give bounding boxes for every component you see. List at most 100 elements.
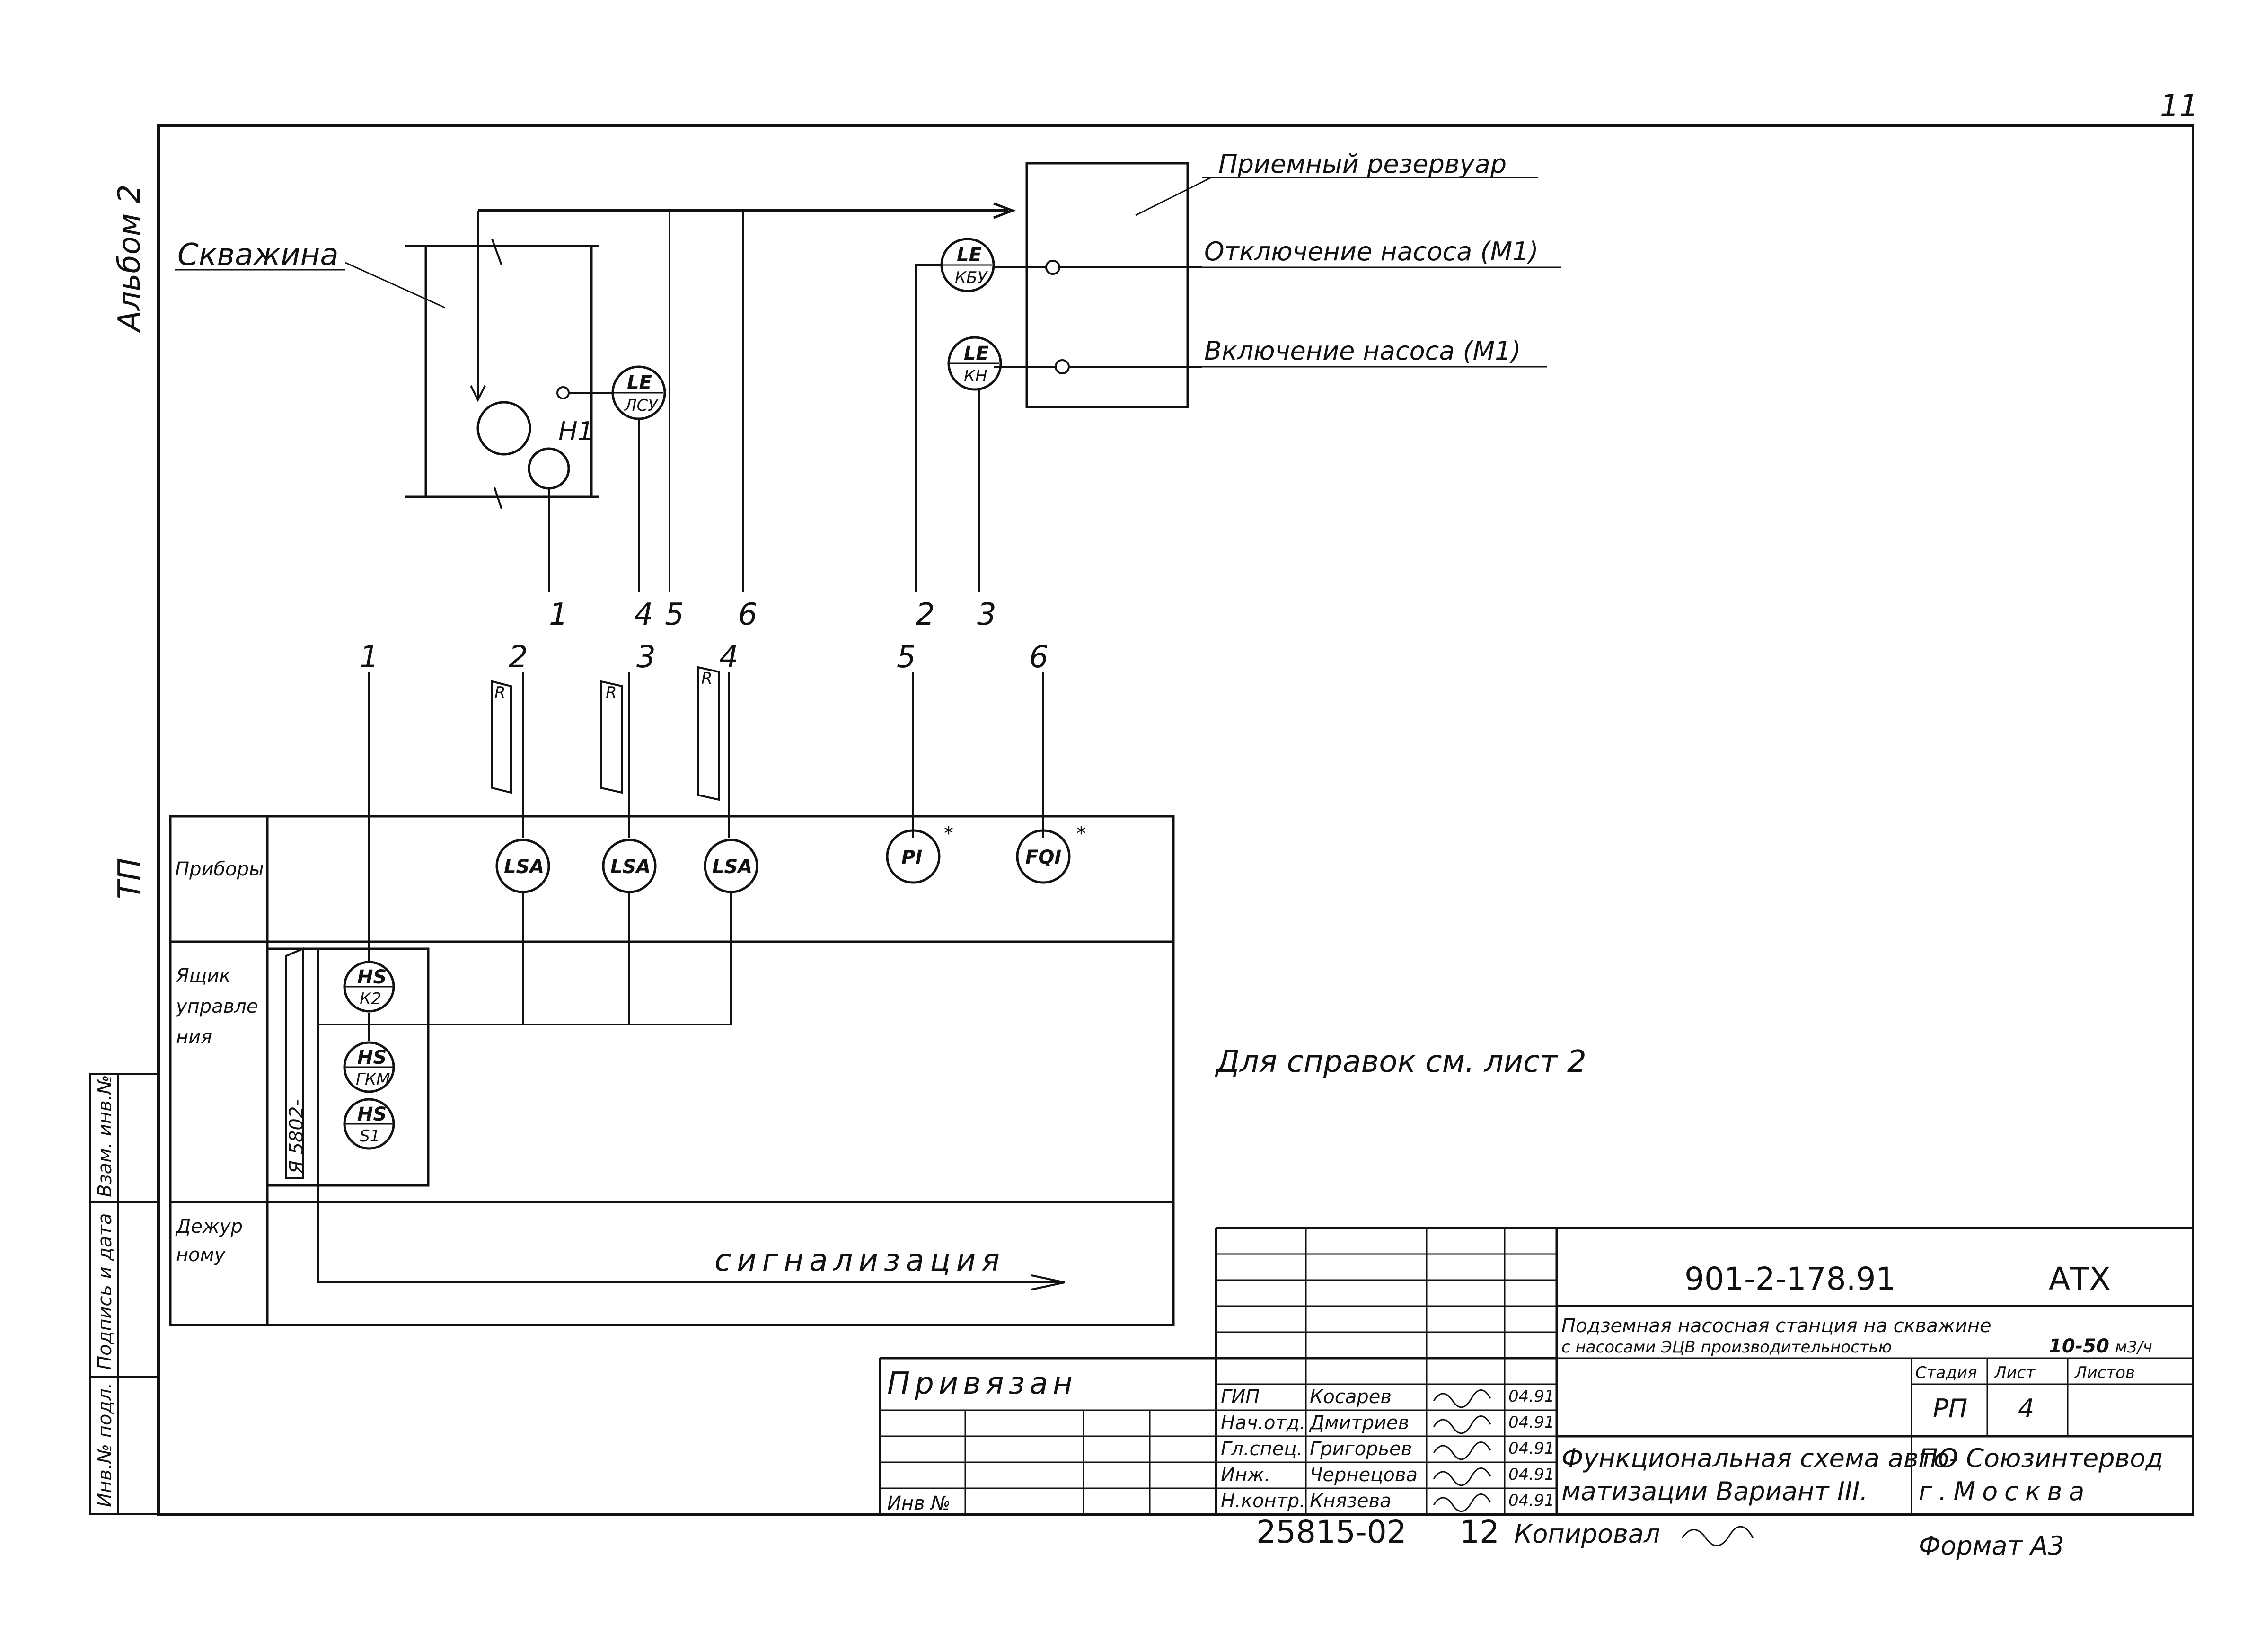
signature <box>1433 1467 1491 1486</box>
row-label-pribory: Приборы <box>175 858 264 880</box>
capacity: 10-50 <box>2049 1335 2109 1357</box>
bottom-line-number: 5 <box>897 640 916 675</box>
svg-text:R: R <box>494 683 506 702</box>
signature <box>1433 1415 1491 1434</box>
sensor-off-bottom: КБУ <box>955 268 988 287</box>
sensor-on-top: LE <box>964 343 989 364</box>
svg-text:*: * <box>944 823 953 845</box>
title-block: Привязан Инв № ГИП Нач.отд. Гл.спец. Инж… <box>879 1227 2193 1514</box>
svg-text:FQI: FQI <box>1025 847 1061 868</box>
role-gip: ГИП <box>1221 1386 1260 1408</box>
bottom-line-number: 1 <box>360 640 379 675</box>
hdr-sheet: Лист <box>1993 1363 2036 1382</box>
bottom-line-number: 2 <box>509 640 528 675</box>
svg-text:R: R <box>606 683 617 702</box>
bottom-line-number: 4 <box>719 640 739 675</box>
bound-label: Привязан <box>887 1366 1077 1401</box>
top-line-number: 4 <box>634 597 653 632</box>
drawing-title-2: матизации Вариант III. <box>1561 1476 1868 1506</box>
pump-off-label: Отключение насоса (М1) <box>1204 237 1539 266</box>
svg-text:HS: HS <box>357 966 387 988</box>
name-head: Дмитриев <box>1309 1412 1409 1434</box>
pump-h1: Н1 <box>470 211 594 592</box>
role-chief: Гл.спец. <box>1221 1438 1303 1460</box>
svg-text:К2: К2 <box>360 989 381 1008</box>
well: Скважина <box>175 238 599 509</box>
svg-text:ГКМ: ГКМ <box>356 1070 390 1089</box>
svg-text:S1: S1 <box>360 1127 380 1146</box>
signature <box>1433 1441 1491 1460</box>
svg-text:LSA: LSA <box>610 856 651 878</box>
sheet-corner-number: 11 <box>2160 88 2198 124</box>
arrow-head <box>470 385 486 402</box>
sensor-well-bottom: ЛСУ <box>624 396 659 415</box>
role-control: Н.контр. <box>1221 1490 1305 1512</box>
instrument-pi: PI * <box>886 823 953 884</box>
instrument-fqi: FQI * <box>1016 823 1086 884</box>
capacity-unit: м3/ч <box>2115 1338 2152 1357</box>
left-stamp: Инв.№ подл. Подпись и дата Взам. инв.№ <box>89 1073 159 1515</box>
date-3: 04.91 <box>1508 1439 1554 1458</box>
box-device-hs-gkm: HS ГКМ <box>343 1041 395 1093</box>
control-box-label: Я 5802- <box>286 1099 308 1174</box>
pump-on-label: Включение насоса (М1) <box>1204 336 1521 366</box>
date-1: 04.91 <box>1508 1387 1554 1406</box>
top-line-number: 2 <box>916 597 935 632</box>
footer-inv-num: 25815-02 <box>1256 1514 1407 1550</box>
instrument-lsa-2: LSA <box>602 839 657 893</box>
tank-label: Приемный резервуар <box>1218 149 1507 179</box>
stamp-replace-inv: Взам. инв.№ <box>94 1075 116 1197</box>
date-2: 04.91 <box>1508 1413 1554 1432</box>
sensor-off-level: LE КБУ <box>940 238 995 292</box>
top-line-number: 3 <box>977 597 996 632</box>
top-line-number: 6 <box>738 597 758 632</box>
role-head: Нач.отд. <box>1221 1412 1305 1434</box>
doc-code: 901-2-178.91 <box>1684 1261 1896 1297</box>
date-4: 04.91 <box>1508 1465 1554 1484</box>
name-eng: Чернецова <box>1310 1464 1418 1486</box>
tp-label: ТП <box>112 858 147 899</box>
stamp-inv-orig: Инв.№ подл. <box>94 1383 116 1507</box>
album-label: Альбом 2 <box>112 185 147 333</box>
signal-label: сигнализация <box>714 1243 1005 1278</box>
footer-format: Формат А3 <box>1919 1531 2064 1561</box>
svg-text:HS: HS <box>357 1047 387 1069</box>
project-line1: Подземная насосная станция на скважине <box>1561 1315 1992 1337</box>
well-label: Скважина <box>177 238 339 273</box>
doc-mark: АТХ <box>2049 1261 2111 1297</box>
sheet-value: 4 <box>2018 1394 2034 1423</box>
hdr-stage: Стадия <box>1915 1363 1977 1382</box>
instrument-lsa-1: LSA <box>495 839 550 893</box>
box-device-hs-k2: HS К2 <box>343 961 395 1013</box>
control-box: Я 5802- <box>266 947 430 1187</box>
cable-mark-3: R <box>697 666 720 801</box>
svg-text:LSA: LSA <box>712 856 752 878</box>
svg-text:HS: HS <box>357 1104 387 1125</box>
pipe-arrow-head <box>993 202 1016 219</box>
hdr-sheets: Листов <box>2074 1363 2135 1382</box>
footer-copied: Копировал <box>1514 1519 1660 1549</box>
sensor-on-bottom: КН <box>964 367 987 386</box>
box-device-hs-s1: HS S1 <box>343 1098 395 1150</box>
bottom-line-number: 3 <box>636 640 656 675</box>
bottom-line-number: 6 <box>1029 640 1049 675</box>
sensor-off-top: LE <box>957 244 982 266</box>
svg-text:PI: PI <box>901 847 922 868</box>
sensor-well-top: LE <box>627 372 652 394</box>
copied-signature <box>1681 1526 1754 1546</box>
sensor-on-level: LE КН <box>947 336 1002 391</box>
svg-text:R: R <box>701 669 713 688</box>
svg-text:LSA: LSA <box>504 856 544 878</box>
signature <box>1433 1493 1491 1512</box>
drawing-title-1: Функциональная схема авто- <box>1561 1443 1958 1473</box>
inv-label: Инв № <box>887 1493 951 1514</box>
receiving-tank: Приемный резервуар <box>1025 149 1538 408</box>
cable-mark-1: R <box>491 680 512 794</box>
role-eng: Инж. <box>1221 1464 1270 1486</box>
signature <box>1433 1389 1491 1408</box>
org-line2: г.Москва <box>1919 1476 2091 1506</box>
